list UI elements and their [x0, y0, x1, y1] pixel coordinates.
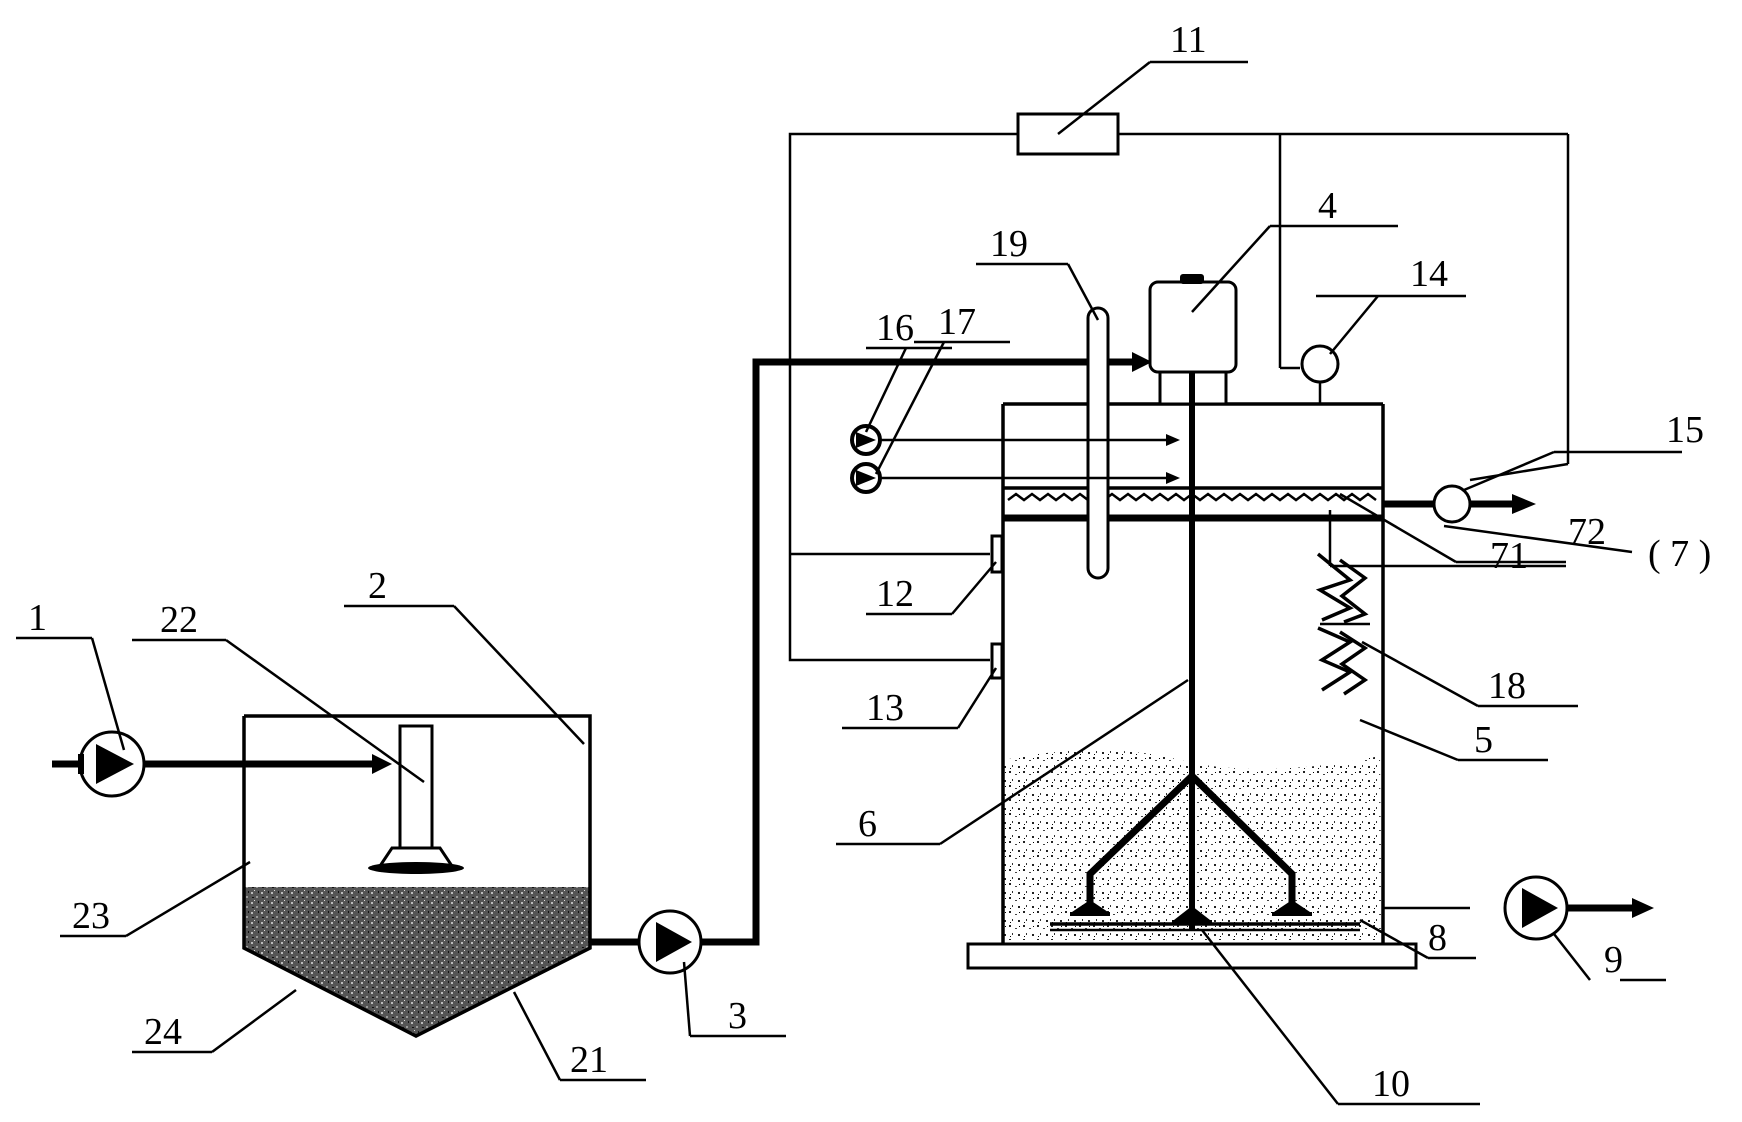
labels: 1 22 2 23 24 21 3 11 4 14 19 16 17 12 13…	[28, 19, 1711, 1105]
label-71: 71	[1490, 535, 1528, 577]
label-9: 9	[1604, 939, 1623, 981]
label-11: 11	[1170, 19, 1207, 61]
label-15: 15	[1666, 409, 1704, 451]
pretreatment-tank-2	[242, 714, 640, 1038]
label-17: 17	[938, 301, 976, 343]
label-23: 23	[72, 895, 110, 937]
sensor-12	[990, 534, 1004, 574]
label-3: 3	[728, 995, 747, 1037]
label-8: 8	[1428, 917, 1447, 959]
label-72: 72	[1568, 511, 1606, 553]
label-16: 16	[876, 307, 914, 349]
dosing-valves-16-17	[850, 424, 1180, 494]
label-10: 10	[1372, 1063, 1410, 1105]
sensor-13	[990, 642, 1004, 680]
label-13: 13	[866, 687, 904, 729]
label-19: 19	[990, 223, 1028, 265]
feed-pump-1	[52, 730, 392, 798]
leader-lines	[16, 60, 1682, 1106]
controller-11	[788, 112, 1570, 662]
transfer-pump-3	[637, 352, 1152, 975]
electrode-19	[1086, 306, 1110, 580]
pressure-gauge-14	[1280, 344, 1340, 404]
heater-18	[1315, 552, 1370, 696]
label-5: 5	[1474, 719, 1493, 761]
stirrer-motor-4	[1070, 274, 1312, 930]
label-22: 22	[160, 599, 198, 641]
label-12: 12	[876, 573, 914, 615]
label-4: 4	[1318, 185, 1337, 227]
discharge-pump-9	[1503, 875, 1654, 941]
label-21: 21	[570, 1039, 608, 1081]
label-14: 14	[1410, 253, 1448, 295]
label-7: ( 7 )	[1648, 533, 1711, 575]
flow-meter-15	[1432, 484, 1472, 524]
label-6: 6	[858, 803, 877, 845]
label-18: 18	[1488, 665, 1526, 707]
label-24: 24	[144, 1011, 182, 1053]
label-1: 1	[28, 597, 47, 639]
label-2: 2	[368, 565, 387, 607]
